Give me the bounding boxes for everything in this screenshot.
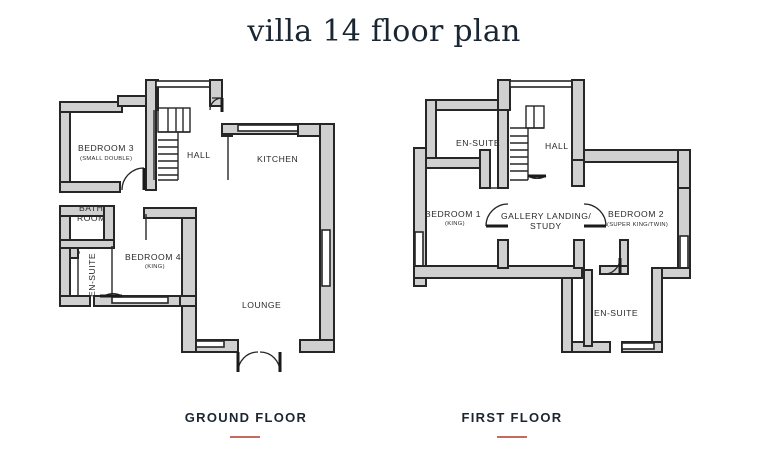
room-label-lounge: LOUNGE — [242, 300, 281, 310]
stairs-first — [510, 105, 545, 181]
ground-floor-plan — [59, 79, 335, 373]
room-label-gallery-line1: GALLERY LANDING/ — [501, 211, 591, 221]
page-title: villa 14 floor plan — [247, 14, 521, 49]
first-floor-plan — [413, 79, 691, 353]
room-label-bedroom3: BEDROOM 3 — [78, 143, 134, 153]
room-label-bedroom1: BEDROOM 1 — [425, 209, 481, 219]
room-label-hall-ground: HALL — [187, 150, 211, 160]
first-floor-label: FIRST FLOOR — [461, 410, 563, 425]
room-label-bath-line2: ROOM — [77, 213, 106, 223]
room-label-kitchen: KITCHEN — [257, 154, 298, 164]
stairs-ground — [157, 107, 191, 181]
room-sub-bedroom1: (KING) — [445, 221, 465, 227]
ground-floor-label: GROUND FLOOR — [184, 410, 308, 425]
room-label-bedroom2: BEDROOM 2 — [608, 209, 664, 219]
room-label-ensuite-first-bottom: EN-SUITE — [594, 308, 638, 318]
ground-floor-underline — [230, 436, 260, 438]
first-floor-underline — [497, 436, 527, 438]
room-label-ensuite-ground: EN-SUITE — [87, 253, 97, 297]
room-label-hall-first: HALL — [545, 141, 569, 151]
room-sub-bedroom2: (SUPER KING/TWIN) — [607, 222, 668, 228]
room-label-gallery-line2: STUDY — [530, 221, 562, 231]
room-label-bedroom4: BEDROOM 4 — [125, 252, 181, 262]
room-sub-bedroom3: (SMALL DOUBLE) — [80, 156, 132, 162]
room-label-bath-line1: BATH — [79, 203, 103, 213]
room-label-ensuite-first-top: EN-SUITE — [456, 138, 500, 148]
room-sub-bedroom4: (KING) — [145, 264, 165, 270]
